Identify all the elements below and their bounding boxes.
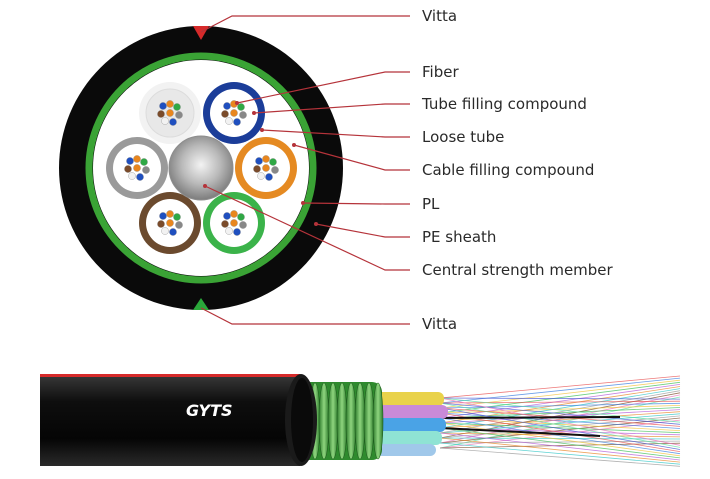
fiber xyxy=(221,110,229,118)
cable-side-view: GYTS xyxy=(40,374,681,467)
side-vitta-stripe xyxy=(40,374,302,377)
fiber xyxy=(225,117,233,125)
loose-tube-green xyxy=(203,192,265,254)
leader-pl xyxy=(302,202,410,205)
fiber xyxy=(157,110,165,118)
fiber xyxy=(173,213,181,221)
leader-cable-filling xyxy=(293,144,410,171)
fiber xyxy=(133,155,141,163)
fiber xyxy=(161,117,169,125)
fiber xyxy=(269,158,277,166)
fiber xyxy=(128,172,136,180)
fiber xyxy=(223,212,231,220)
loose-tube-orange xyxy=(235,137,297,199)
fiber xyxy=(161,227,169,235)
fiber xyxy=(233,228,241,236)
leader-tube-filling xyxy=(253,103,410,114)
label-tube-filling-compound: Tube filling compound xyxy=(421,95,587,113)
label-cable-filling-compound: Cable filling compound xyxy=(422,161,594,179)
labels: Vitta Fiber Tube filling compound Loose … xyxy=(421,7,614,333)
fiber xyxy=(237,103,245,111)
label-vitta-bottom: Vitta xyxy=(422,315,457,333)
loose-tubes xyxy=(106,82,297,254)
label-fiber: Fiber xyxy=(422,63,459,81)
fiber xyxy=(166,210,174,218)
fiber xyxy=(157,220,165,228)
label-central-strength-member: Central strength member xyxy=(422,261,614,279)
fiber xyxy=(142,166,150,174)
leader-dots xyxy=(203,101,318,226)
leader-vitta-top xyxy=(200,15,410,33)
leader-lines xyxy=(200,15,410,325)
fiber xyxy=(126,157,134,165)
fiber xyxy=(265,173,273,181)
loose-tube-grey xyxy=(106,137,168,199)
vitta-bottom-marker xyxy=(193,298,209,310)
fiber xyxy=(225,227,233,235)
cross-section xyxy=(59,26,343,310)
fiber xyxy=(173,103,181,111)
leader-loose-tube xyxy=(261,129,410,138)
fiber xyxy=(166,109,174,117)
fiber xyxy=(239,221,247,229)
fiber xyxy=(230,219,238,227)
leader-pe-sheath xyxy=(315,223,410,238)
fiber xyxy=(253,165,261,173)
fiber xyxy=(230,210,238,218)
fiber xyxy=(175,111,183,119)
fiber xyxy=(271,166,279,174)
fiber xyxy=(230,109,238,117)
fiber xyxy=(223,102,231,110)
fiber xyxy=(257,172,265,180)
label-pl: PL xyxy=(422,195,440,213)
fiber xyxy=(262,155,270,163)
fiber xyxy=(133,164,141,172)
side-pe-sheath xyxy=(40,374,317,466)
label-loose-tube: Loose tube xyxy=(422,128,504,146)
label-pe-sheath: PE sheath xyxy=(422,228,496,246)
fiber xyxy=(159,102,167,110)
side-loose-tubes xyxy=(376,392,448,456)
fiber xyxy=(159,212,167,220)
fiber xyxy=(140,158,148,166)
leader-central-member xyxy=(204,185,410,271)
fiber-strands xyxy=(439,375,681,467)
label-vitta-top: Vitta xyxy=(422,7,457,25)
fiber xyxy=(136,173,144,181)
fiber xyxy=(239,111,247,119)
fiber xyxy=(221,220,229,228)
cable-brand-label: GYTS xyxy=(186,401,233,420)
fiber xyxy=(166,219,174,227)
fiber xyxy=(237,213,245,221)
leader-vitta-bottom xyxy=(200,307,410,325)
fiber xyxy=(169,118,177,126)
fiber xyxy=(166,100,174,108)
loose-tube-brown xyxy=(139,192,201,254)
fiber xyxy=(169,228,177,236)
leader-fiber xyxy=(236,71,410,104)
loose-tube-blue xyxy=(203,82,265,144)
fiber xyxy=(233,118,241,126)
fiber xyxy=(175,221,183,229)
fiber xyxy=(124,165,132,173)
loose-tube-white xyxy=(139,82,201,144)
central-strength-member xyxy=(168,135,234,201)
pl-armor-ring xyxy=(85,52,317,284)
fiber xyxy=(262,164,270,172)
fiber xyxy=(255,157,263,165)
